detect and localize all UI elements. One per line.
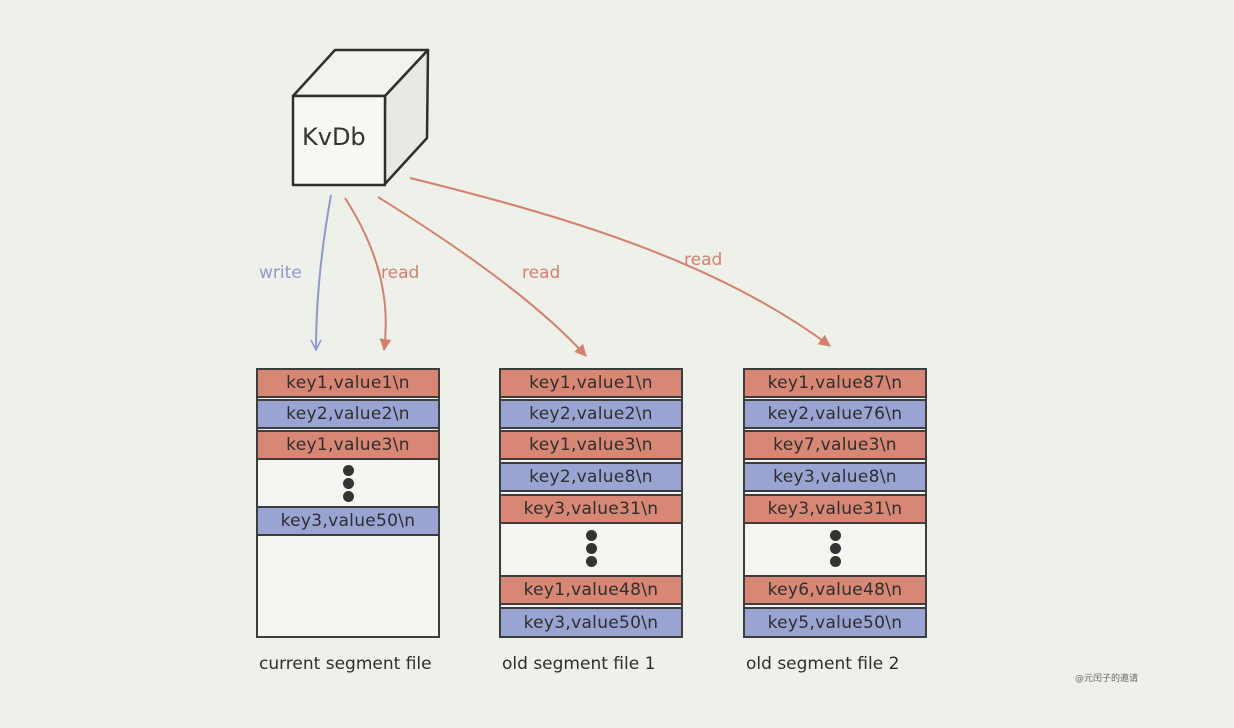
ellipsis-dots-icon [584,530,598,569]
segment-row: key2,value76\n [743,399,927,429]
segment-row: key1,value1\n [499,368,683,398]
segment-caption: old segment file 2 [746,654,900,674]
write-label: write [259,263,302,283]
kvdb-label: KvDb [302,123,366,151]
segment-row: key5,value50\n [743,607,927,638]
read-arrow-old-1 [377,196,587,357]
segment-row: key1,value3\n [499,430,683,460]
segment-row: key1,value3\n [256,430,440,460]
kvdb-cube-icon [291,48,430,187]
segment-row: key1,value1\n [256,368,440,398]
ellipsis-dots-icon [341,465,355,504]
segment-caption: old segment file 1 [502,654,656,674]
read-label-current: read [381,263,420,283]
segment-row: key7,value3\n [743,430,927,460]
segment-caption: current segment file [259,654,432,674]
segment-row: key3,value31\n [743,494,927,524]
write-arrow [310,194,332,352]
read-arrow-old-2 [409,177,831,347]
segment-row: key2,value2\n [256,399,440,429]
segment-row: key6,value48\n [743,575,927,605]
read-arrow-current [344,197,392,351]
segment-row: key3,value50\n [256,506,440,536]
segment-row: key2,value8\n [499,462,683,492]
segment-row: key1,value48\n [499,575,683,605]
segment-row: key2,value2\n [499,399,683,429]
watermark: @元闰子的邀请 [1075,674,1139,684]
segment-row: key3,value8\n [743,462,927,492]
segment-row: key3,value50\n [499,607,683,638]
read-label-old-1: read [522,263,561,283]
ellipsis-dots-icon [828,530,842,569]
segment-row: key1,value87\n [743,368,927,398]
segment-row: key3,value31\n [499,494,683,524]
read-label-old-2: read [684,250,723,270]
